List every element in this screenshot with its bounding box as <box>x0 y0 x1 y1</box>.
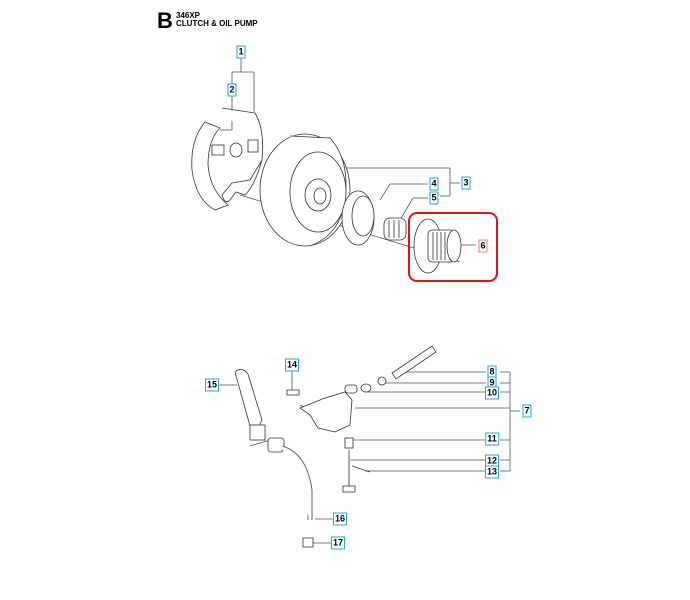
callout-15[interactable]: 15 <box>204 378 220 392</box>
callout-3[interactable]: 3 <box>461 176 471 190</box>
callout-11[interactable]: 11 <box>485 432 499 446</box>
callout-2[interactable]: 2 <box>227 83 237 97</box>
oil-pump-part <box>234 345 437 548</box>
clutch-part <box>191 107 264 211</box>
diagram-title: CLUTCH & OIL PUMP <box>176 19 258 28</box>
clutch-drum <box>259 133 351 247</box>
sprocket-rim <box>341 190 375 246</box>
callout-4[interactable]: 4 <box>429 177 439 191</box>
callout-13[interactable]: 13 <box>484 465 500 479</box>
model-name: 346XP <box>176 11 201 20</box>
callout-17[interactable]: 17 <box>330 536 346 550</box>
callout-7[interactable]: 7 <box>522 404 532 418</box>
needle-bearing <box>383 217 407 241</box>
callout-1[interactable]: 1 <box>236 45 246 59</box>
leader-lines <box>218 58 520 544</box>
callout-5[interactable]: 5 <box>429 191 439 205</box>
callout-6-selected[interactable]: 6 <box>478 239 488 253</box>
callout-12[interactable]: 12 <box>484 454 500 468</box>
section-letter: B <box>157 8 173 33</box>
selected-part-highlight <box>408 212 498 282</box>
callout-10[interactable]: 10 <box>484 386 500 400</box>
clutch-washer-part <box>413 218 462 274</box>
callout-16[interactable]: 16 <box>332 512 348 526</box>
callout-14[interactable]: 14 <box>284 358 300 372</box>
